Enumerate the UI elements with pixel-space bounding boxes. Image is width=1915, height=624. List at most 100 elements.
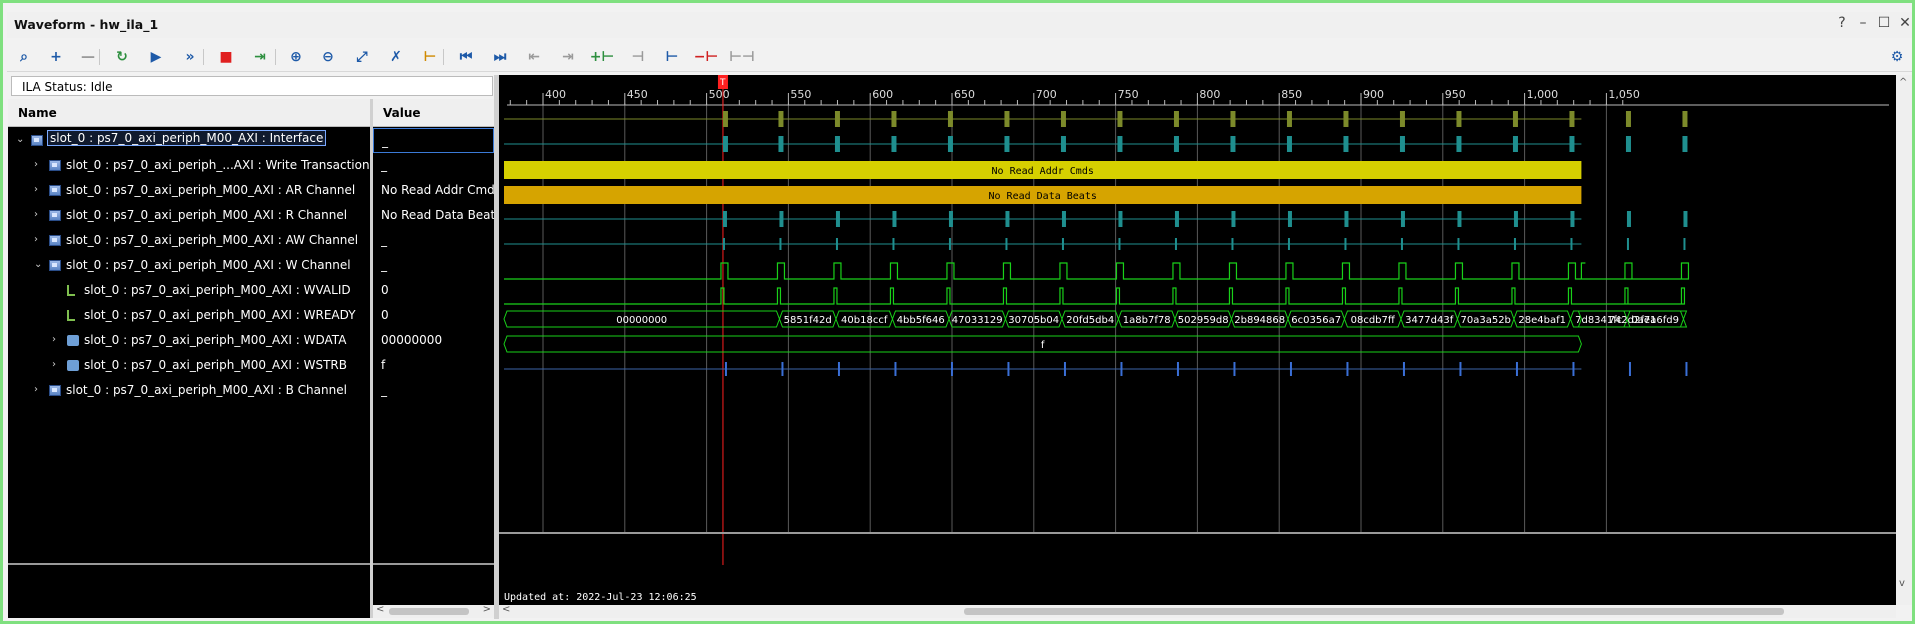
wdata-value: 47033129 [952, 315, 1003, 326]
go-start-icon[interactable]: ⏮ [459, 49, 473, 65]
ar-channel-bar [504, 161, 1582, 179]
wdata-value: 30705b04 [1008, 315, 1059, 326]
bus-transaction-mark [948, 211, 953, 227]
waveform-vertical-scrollbar[interactable]: ^ v [1896, 75, 1912, 605]
bus-transaction-mark [1004, 111, 1010, 127]
run-trigger-icon[interactable]: ▶ [150, 49, 162, 65]
signal-row[interactable]: slot_0 : ps7_0_axi_periph_M00_AXI : WREA… [8, 303, 370, 328]
b-channel-mark [837, 362, 840, 376]
bus-transaction-mark [1625, 136, 1631, 152]
expand-chevron-icon[interactable]: › [34, 384, 38, 395]
stop-icon[interactable]: ■ [219, 49, 233, 65]
zoom-in-icon[interactable]: ⊕ [290, 49, 302, 65]
next-transition-icon[interactable]: ⇥ [562, 49, 574, 65]
zoom-cursor-icon[interactable]: ✗ [390, 49, 402, 65]
signal-value-cell[interactable]: 0 [373, 278, 494, 303]
name-value-splitter[interactable] [370, 99, 373, 618]
expand-chevron-icon[interactable]: › [34, 184, 38, 195]
expand-chevron-icon[interactable]: › [52, 359, 56, 370]
scroll-up-icon[interactable]: ^ [1899, 77, 1908, 88]
expand-chevron-icon[interactable]: › [34, 234, 38, 245]
ruler-label: 650 [954, 88, 975, 101]
bus-interface-icon [49, 160, 61, 171]
b-channel-mark [1572, 362, 1575, 376]
help-icon[interactable]: ? [1838, 15, 1846, 31]
bus-transaction-mark [1005, 211, 1010, 227]
waveform-splitter[interactable] [494, 75, 499, 619]
scroll-right-icon[interactable]: > [482, 604, 491, 615]
signal-value-cell[interactable]: 0 [373, 303, 494, 328]
export-icon[interactable]: ⇥ [254, 49, 266, 65]
maximize-icon[interactable]: ☐ [1877, 15, 1891, 31]
marker-icon[interactable]: ⊢ [423, 49, 437, 65]
bus-transaction-mark [1682, 111, 1688, 127]
add-icon[interactable]: + [50, 49, 62, 65]
zoom-fit-icon[interactable]: ⤢ [356, 49, 368, 65]
add-marker-icon[interactable]: +⊢ [589, 49, 615, 65]
signal-value-cell[interactable]: _ [373, 153, 494, 178]
signal-row[interactable]: ›slot_0 : ps7_0_axi_periph_M00_AXI : WDA… [8, 328, 370, 353]
signal-value-cell[interactable]: _ [373, 128, 494, 153]
refresh-run-icon[interactable]: ↻ [116, 49, 128, 65]
expand-chevron-icon[interactable]: › [34, 159, 38, 170]
name-column-header[interactable]: Name [8, 99, 370, 127]
signal-value-cell[interactable]: _ [373, 378, 494, 403]
signal-row[interactable]: › slot_0 : ps7_0_axi_periph_M00_AXI : AW … [8, 228, 370, 253]
search-icon[interactable]: ⌕ [20, 49, 28, 65]
signal-value-cell[interactable]: f [373, 353, 494, 378]
signal-value-cell[interactable]: No Read Data Beats [373, 203, 494, 228]
b-channel-mark [1007, 362, 1010, 376]
run-immediate-icon[interactable]: » [185, 49, 195, 65]
bus-transaction-mark [834, 136, 840, 152]
waveform-horizontal-scrollbar[interactable]: < [499, 604, 1896, 618]
signal-name: slot_0 : ps7_0_axi_periph_M00_AXI : AW C… [66, 233, 359, 247]
next-marker-icon[interactable]: ⊢ [665, 49, 679, 65]
ruler-label: 850 [1281, 88, 1302, 101]
go-end-icon[interactable]: ⏭ [493, 49, 507, 65]
scroll-left-icon[interactable]: < [376, 604, 385, 615]
signal-value-cell[interactable]: No Read Addr Cmds [373, 178, 494, 203]
value-horizontal-scrollbar[interactable]: < > [373, 604, 494, 618]
swap-cursor-icon[interactable]: ⊢⊣ [729, 49, 755, 65]
wave-scroll-thumb[interactable] [964, 608, 1784, 615]
signal-name: slot_0 : ps7_0_axi_periph_M00_AXI : WSTR… [84, 358, 348, 372]
value-scroll-thumb[interactable] [389, 608, 469, 615]
signal-row[interactable]: ⌄slot_0 : ps7_0_axi_periph_M00_AXI : Int… [8, 128, 370, 153]
wave-scroll-left-icon[interactable]: < [502, 604, 511, 615]
settings-gear-icon[interactable]: ⚙ [1890, 49, 1904, 65]
zoom-out-icon[interactable]: ⊖ [322, 49, 334, 65]
b-channel-mark [1515, 362, 1518, 376]
b-channel-mark [1402, 362, 1405, 376]
signal-name: slot_0 : ps7_0_axi_periph_M00_AXI : WVAL… [84, 283, 351, 297]
toolbar: ⌕ + — ↻ ▶ » ■ ⇥ ⊕ ⊖ ⤢ ✗ ⊢ ⏮ ⏭ ⇤ ⇥ +⊢ ⊣ ⊢ −⊢ ⊢⊣ ⚙ [7, 42, 1912, 72]
signal-value-cell[interactable]: 00000000 [373, 328, 494, 353]
expand-chevron-icon[interactable]: › [34, 209, 38, 220]
delete-marker-icon[interactable]: −⊢ [693, 49, 719, 65]
signal-value-cell[interactable]: _ [373, 228, 494, 253]
prev-transition-icon[interactable]: ⇤ [528, 49, 540, 65]
signal-row[interactable]: ›slot_0 : ps7_0_axi_periph_M00_AXI : AR … [8, 178, 370, 203]
signal-row[interactable]: ›slot_0 : ps7_0_axi_periph_M00_AXI : B C… [8, 378, 370, 403]
trigger-marker-label: T [719, 78, 726, 88]
bus-transaction-mark [1457, 211, 1462, 227]
scroll-down-icon[interactable]: v [1899, 578, 1905, 589]
close-icon[interactable]: ✕ [1899, 15, 1911, 31]
signal-row[interactable]: ›slot_0 : ps7_0_axi_periph_M00_AXI : R C… [8, 203, 370, 228]
bus-interface-icon [49, 235, 61, 246]
signal-row[interactable]: › slot_0 : ps7_0_axi_periph_M00_AXI : WST… [8, 353, 370, 378]
signal-row[interactable]: slot_0 : ps7_0_axi_periph_M00_AXI : WVAL… [8, 278, 370, 303]
collapse-chevron-icon[interactable]: ⌄ [16, 134, 25, 145]
collapse-chevron-icon[interactable]: ⌄ [34, 259, 43, 270]
prev-marker-icon[interactable]: ⊣ [631, 49, 645, 65]
signal-row[interactable]: ⌄slot_0 : ps7_0_axi_periph_M00_AXI : W C… [8, 253, 370, 278]
expand-chevron-icon[interactable]: › [52, 334, 56, 345]
window-title: Waveform - hw_ila_1 [14, 17, 159, 32]
r-channel-bar [504, 186, 1582, 204]
signal-row[interactable]: ›slot_0 : ps7_0_axi_periph_...AXI : Writ… [8, 153, 387, 178]
remove-icon[interactable]: — [81, 49, 95, 65]
minimize-icon[interactable]: – [1859, 15, 1867, 31]
signal-value-cell[interactable]: _ [373, 253, 494, 278]
value-column-header[interactable]: Value [373, 99, 494, 127]
